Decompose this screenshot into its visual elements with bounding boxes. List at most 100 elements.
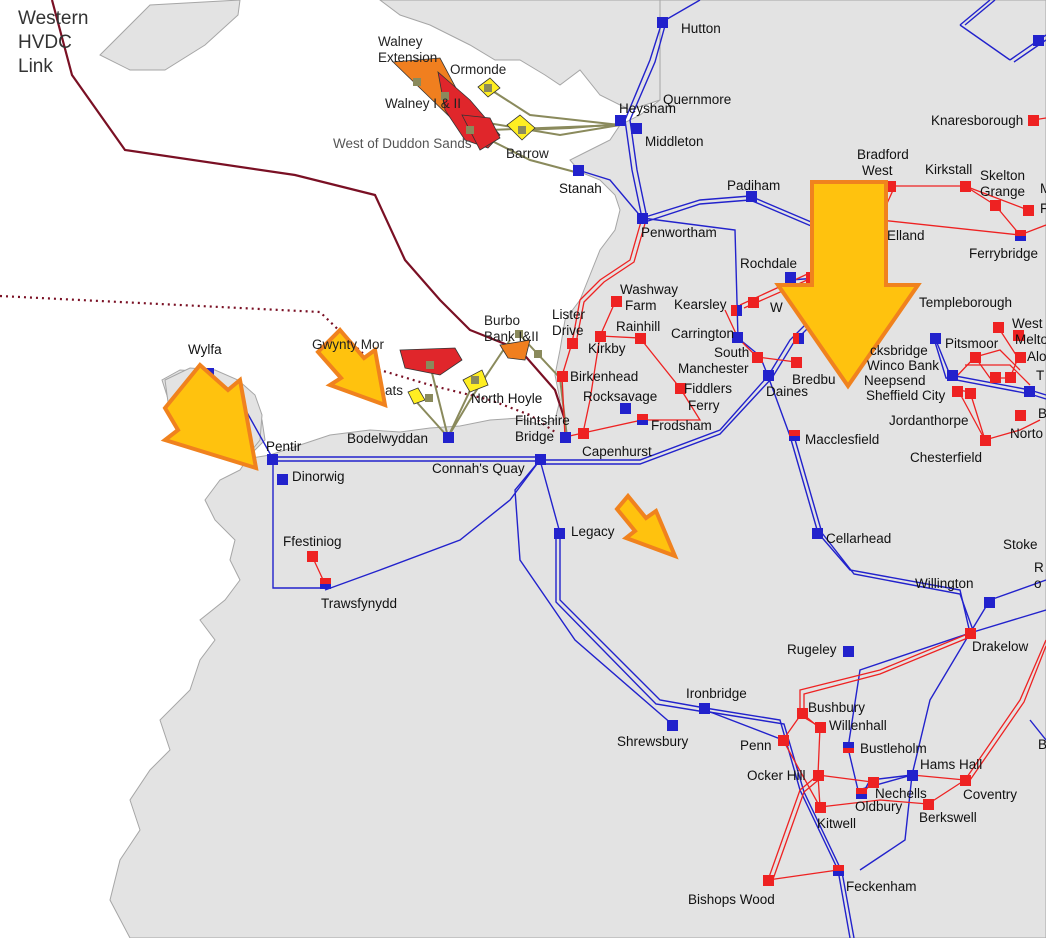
label-west-melton-1: West: [1012, 316, 1043, 331]
label-rochdale: Rochdale: [740, 256, 797, 271]
node-legacy[interactable]: [554, 528, 565, 539]
cable-rhyl: [412, 397, 449, 438]
node-sheffield-3[interactable]: [990, 372, 1001, 383]
node-stocksbridge[interactable]: [793, 333, 804, 344]
node-knaresborough[interactable]: [1028, 115, 1039, 126]
node-coventry[interactable]: [960, 775, 971, 786]
node-skelton-grange[interactable]: [990, 200, 1001, 211]
label-drakelow: Drakelow: [972, 639, 1029, 654]
node-bishops-wood[interactable]: [763, 875, 774, 886]
node-bustleholm-red: [843, 748, 854, 753]
node-hutton[interactable]: [657, 17, 668, 28]
node-heysham[interactable]: [615, 115, 626, 126]
node-trawsfynydd[interactable]: [320, 578, 331, 589]
node-rocksavage[interactable]: [620, 403, 631, 414]
node-frodsham[interactable]: [637, 414, 648, 425]
node-rainhill[interactable]: [635, 333, 646, 344]
node-daines[interactable]: [763, 370, 774, 381]
node-kirkby[interactable]: [595, 331, 606, 342]
node-chesterfield[interactable]: [980, 435, 991, 446]
cable-ormonde: [487, 87, 621, 126]
node-sheffield-city[interactable]: [952, 386, 963, 397]
node-south-manchester[interactable]: [752, 352, 763, 363]
blue-drakelow-east: [969, 609, 1046, 634]
red-bishops-wood-b: [771, 776, 823, 883]
node-bustleholm[interactable]: [843, 742, 854, 753]
node-kearsley-blue: [737, 305, 742, 316]
blue-drakelow-hams-hall: [911, 632, 971, 776]
label-chesterfield: Chesterfield: [910, 450, 982, 465]
label-kearsley: Kearsley: [674, 297, 727, 312]
label-west-of-duddon-sands: West of Duddon Sands: [333, 136, 472, 151]
node-dinorwig[interactable]: [277, 474, 288, 485]
node-oldbury[interactable]: [856, 788, 867, 799]
node-shrewsbury[interactable]: [667, 720, 678, 731]
node-winco-bank[interactable]: [947, 370, 958, 381]
node-sheffield-4[interactable]: [1005, 372, 1016, 383]
node-macclesfield[interactable]: [789, 430, 800, 441]
label-cellarhead: Cellarhead: [826, 531, 891, 546]
red-kitwell-berkswell: [819, 799, 929, 808]
node-stanah[interactable]: [573, 165, 584, 176]
node-fiddlers-ferry[interactable]: [675, 383, 686, 394]
node-ocker-hill[interactable]: [813, 770, 824, 781]
node-kitwell[interactable]: [815, 802, 826, 813]
node-trawsfynydd-blue: [320, 584, 331, 589]
node-drakelow[interactable]: [965, 628, 976, 639]
node-penn[interactable]: [778, 735, 789, 746]
node-willington[interactable]: [984, 597, 995, 608]
label-willington: Willington: [915, 576, 974, 591]
wf-point-barrow: [518, 126, 526, 134]
node-berkswell[interactable]: [923, 799, 934, 810]
node-jordanthorpe[interactable]: [1015, 410, 1026, 421]
node-hams-hall[interactable]: [907, 770, 918, 781]
node-bodelwyddan[interactable]: [443, 432, 454, 443]
node-kirkstall[interactable]: [960, 181, 971, 192]
node-connahs-quay[interactable]: [535, 454, 546, 465]
node-ferrybridge[interactable]: [1015, 230, 1026, 241]
node-willenhall[interactable]: [815, 722, 826, 733]
label-whitegate: W: [770, 300, 783, 315]
label-stanah: Stanah: [559, 181, 602, 196]
node-lister-drive[interactable]: [567, 338, 578, 349]
node-bradford-west[interactable]: [885, 181, 896, 192]
blue-macclesfield-cellarhead: [789, 435, 819, 534]
node-kearsley[interactable]: [731, 305, 742, 316]
node-birkenhead[interactable]: [557, 371, 568, 382]
node-carrington[interactable]: [732, 332, 743, 343]
label-stoke: Stoke: [1003, 537, 1038, 552]
node-quernmore[interactable]: [631, 123, 642, 134]
node-whitegate[interactable]: [748, 297, 759, 308]
node-rochdale[interactable]: [785, 272, 796, 283]
label-heysham: Heysham: [619, 101, 676, 116]
node-ffestiniog[interactable]: [307, 551, 318, 562]
node-skelton-2[interactable]: [1023, 205, 1034, 216]
node-sheffield-2[interactable]: [965, 388, 976, 399]
node-penwortham[interactable]: [637, 213, 648, 224]
node-bushbury[interactable]: [797, 708, 808, 719]
node-aldwarke[interactable]: [1015, 352, 1026, 363]
node-ironbridge[interactable]: [699, 703, 710, 714]
node-bredbury[interactable]: [791, 357, 802, 368]
node-feckenham[interactable]: [833, 865, 844, 876]
node-west-melton[interactable]: [1013, 330, 1024, 341]
node-east-1[interactable]: [1024, 386, 1035, 397]
node-pitsmoor[interactable]: [930, 333, 941, 344]
node-cellarhead[interactable]: [812, 528, 823, 539]
red-drakelow-willenhall-b: [803, 636, 971, 731]
label-north-hoyle: North Hoyle: [471, 391, 542, 406]
node-flintshire-bridge[interactable]: [560, 432, 571, 443]
label-r-right: R: [1034, 560, 1044, 575]
node-pentir[interactable]: [267, 454, 278, 465]
node-padiham[interactable]: [746, 191, 757, 202]
node-hutton-2[interactable]: [1033, 35, 1044, 46]
node-nechells[interactable]: [868, 777, 879, 788]
node-templeborough[interactable]: [993, 322, 1004, 333]
node-bustleholm-blue: [843, 742, 854, 748]
blue-heysham-penwortham-b: [629, 119, 648, 219]
node-neepsend[interactable]: [970, 352, 981, 363]
node-rugeley[interactable]: [843, 646, 854, 657]
node-washway-farm[interactable]: [611, 296, 622, 307]
node-capenhurst[interactable]: [578, 428, 589, 439]
